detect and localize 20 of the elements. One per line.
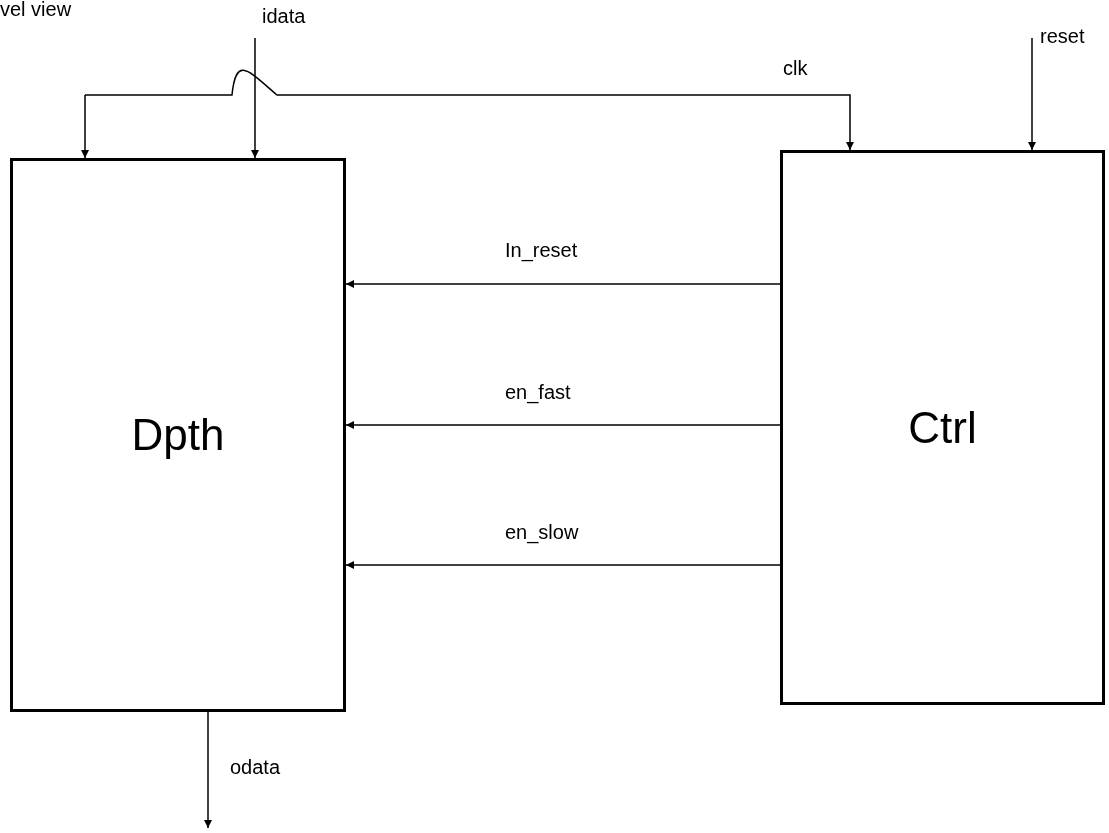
arrow xyxy=(345,280,781,288)
block-label: Dpth xyxy=(131,409,225,461)
arrow xyxy=(204,711,212,829)
signal-label: In_reset xyxy=(505,238,578,263)
signal-label: en_slow xyxy=(505,520,579,545)
arrow xyxy=(251,37,259,159)
signal-label: odata xyxy=(230,755,281,780)
signal-label: clk xyxy=(783,56,808,81)
block-label: Ctrl xyxy=(908,401,977,454)
arrow xyxy=(84,69,854,151)
arrow xyxy=(345,421,781,429)
diagram-title: vel view xyxy=(0,0,72,22)
block-box xyxy=(780,150,1105,705)
arrow xyxy=(81,94,89,159)
arrow xyxy=(1028,37,1036,151)
signal-label: reset xyxy=(1040,24,1085,49)
signal-label: idata xyxy=(262,4,306,29)
arrow xyxy=(345,561,781,569)
signal-label: en_fast xyxy=(505,380,571,405)
block-box xyxy=(10,158,346,712)
